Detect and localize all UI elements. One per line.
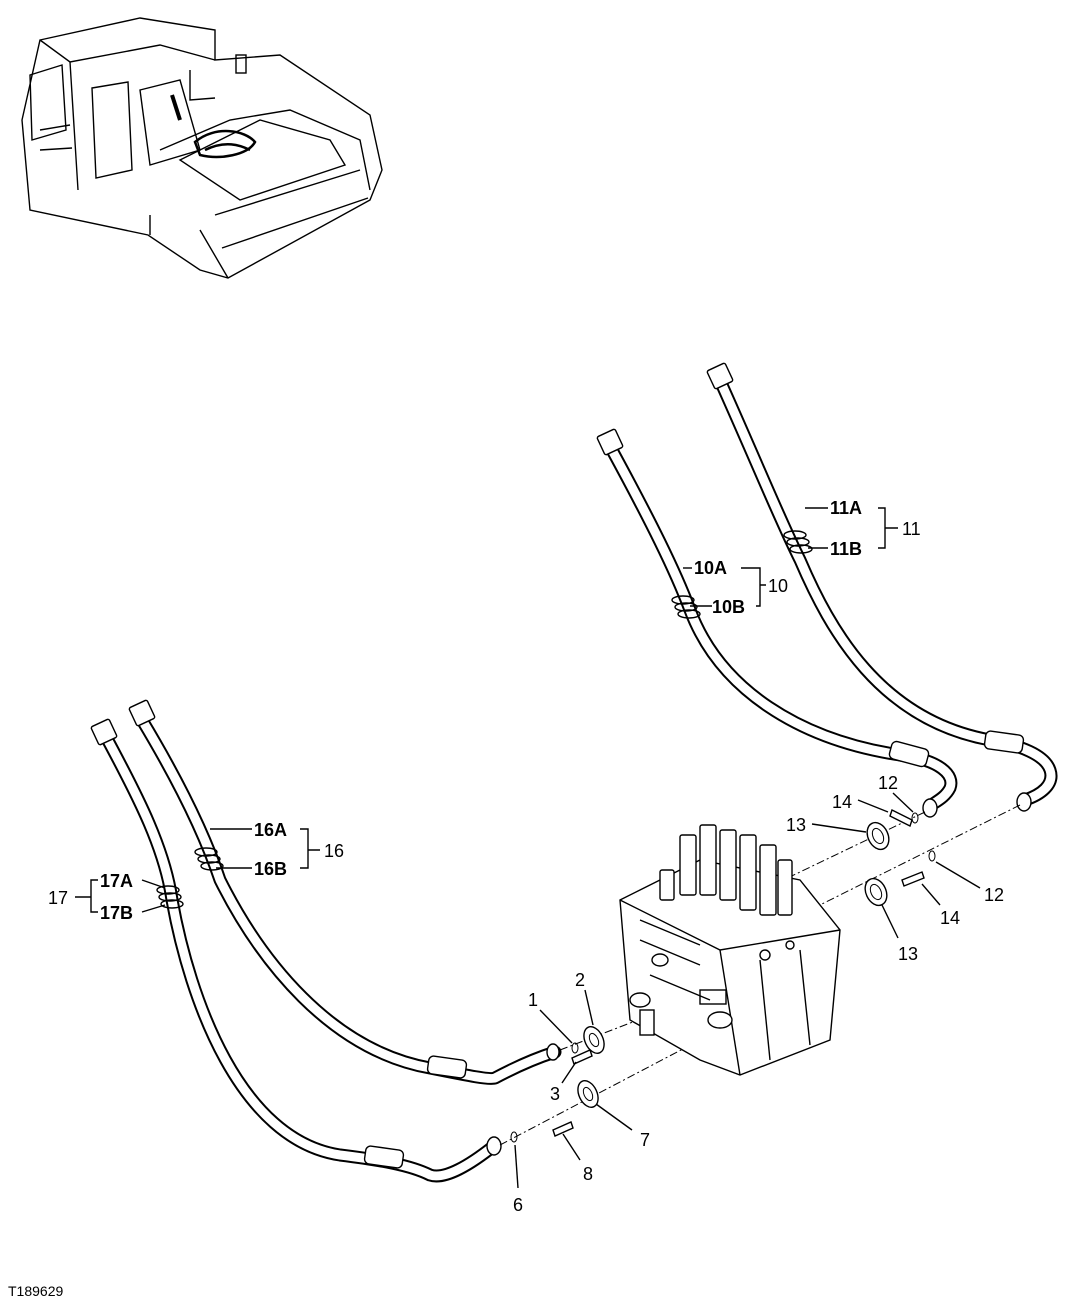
control-valve xyxy=(619,824,841,1076)
callout-16b: 16B xyxy=(254,859,287,879)
callout-12-upper: 12 xyxy=(878,773,898,793)
callout-7: 7 xyxy=(640,1130,650,1150)
hose-16 xyxy=(135,713,562,1085)
callout-3: 3 xyxy=(550,1084,560,1104)
callout-16: 16 xyxy=(324,841,344,861)
callout-11b: 11B xyxy=(830,539,862,559)
hose-17 xyxy=(98,728,502,1183)
callout-10b: 10B xyxy=(712,597,745,617)
callout-6: 6 xyxy=(513,1195,523,1215)
callout-12-lower: 12 xyxy=(984,885,1004,905)
callout-11a: 11A xyxy=(830,498,862,518)
callout-13-upper: 13 xyxy=(786,815,806,835)
callout-10a: 10A xyxy=(694,558,727,578)
callout-17: 17 xyxy=(48,888,68,908)
hose-end-fittings xyxy=(90,362,1032,1156)
callout-16a: 16A xyxy=(254,820,287,840)
hose-collars xyxy=(156,530,1025,1169)
hose-11 xyxy=(715,378,1058,807)
callout-17a: 17A xyxy=(100,871,133,891)
figure-id: T189629 xyxy=(8,1283,63,1299)
callout-17b: 17B xyxy=(100,903,133,923)
callout-11: 11 xyxy=(902,519,921,539)
leader-lines xyxy=(75,507,981,1189)
hose-10 xyxy=(605,443,958,813)
callout-2: 2 xyxy=(575,970,585,990)
flanges-and-fasteners xyxy=(510,809,936,1143)
callout-13-lower: 13 xyxy=(898,944,918,964)
callout-8: 8 xyxy=(583,1164,593,1184)
callout-labels: 11A 11B 11 10A 10B 10 16A 16B 16 17A 17B… xyxy=(48,498,1004,1215)
callout-14-lower: 14 xyxy=(940,908,960,928)
excavator-locator-inset xyxy=(21,17,383,279)
callout-1: 1 xyxy=(528,990,538,1010)
callout-14-upper: 14 xyxy=(832,792,852,812)
callout-10: 10 xyxy=(768,576,788,596)
